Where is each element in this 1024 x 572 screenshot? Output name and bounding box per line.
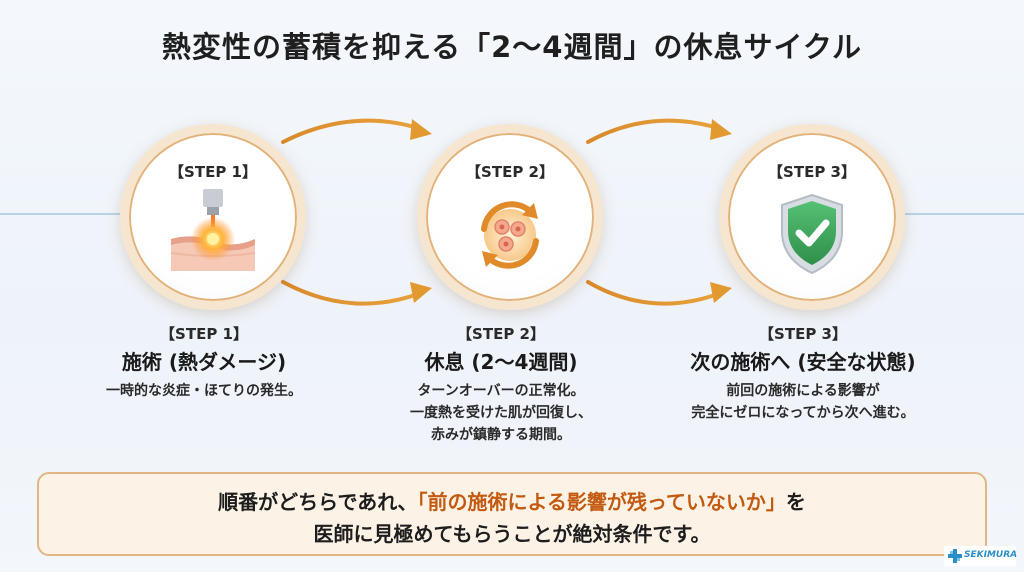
conclusion-highlight: 「前の施術による影響が残っていないか」 bbox=[417, 490, 786, 514]
arrow-2-bottom bbox=[586, 280, 720, 306]
step-1-description: 一時的な炎症・ほてりの発生。 bbox=[54, 380, 354, 402]
step-3-circle: 【STEP 3】 bbox=[719, 124, 905, 310]
conclusion-text-before: 順番がどちらであれ、 bbox=[218, 490, 418, 514]
step-3-caption-step: 【STEP 3】 bbox=[759, 325, 847, 343]
logo-text: SEKIMURA bbox=[964, 550, 1018, 560]
step-1-caption-title: 施術 (熱ダメージ) bbox=[121, 350, 287, 374]
timeline-line-left bbox=[0, 213, 130, 215]
step-3-circle-label: 【STEP 3】 bbox=[768, 163, 856, 181]
conclusion-line-1: 順番がどちらであれ、「前の施術による影響が残っていないか」を bbox=[39, 486, 985, 515]
step-1-desc-line: 一時的な炎症・ほてりの発生。 bbox=[106, 383, 302, 399]
step-2-caption-step: 【STEP 2】 bbox=[457, 325, 545, 343]
arrowhead-2-bottom bbox=[710, 282, 732, 303]
step-2-circle: 【STEP 2】 bbox=[417, 124, 603, 310]
timeline-line-right bbox=[905, 213, 1024, 215]
arrow-1-bottom bbox=[281, 280, 420, 306]
conclusion-line-2: 医師に見極めてもらうことが絶対条件です。 bbox=[313, 522, 711, 546]
arrowhead-1-bottom bbox=[410, 282, 432, 303]
arrowhead-1-top bbox=[410, 119, 432, 140]
laser-skin-icon bbox=[170, 189, 256, 271]
step-1-circle: 【STEP 1】 bbox=[120, 124, 306, 310]
step-3-desc-line: 前回の施術による影響が bbox=[726, 383, 880, 399]
step-2-desc-line: ターンオーバーの正常化。 bbox=[417, 383, 585, 399]
shield-check-icon bbox=[781, 193, 843, 275]
arrow-2-top bbox=[586, 118, 720, 144]
step-2-circle-label: 【STEP 2】 bbox=[466, 163, 554, 181]
logo-cross-icon bbox=[948, 549, 962, 563]
step-1-circle-label: 【STEP 1】 bbox=[169, 163, 257, 181]
conclusion-text-after: を bbox=[785, 490, 806, 514]
step-2-caption-title: 休息 (2〜4週間) bbox=[424, 350, 578, 374]
brand-logo: SEKIMURA bbox=[944, 546, 1018, 566]
cell-recovery-cycle-icon bbox=[481, 201, 539, 269]
step-3-desc-line: 完全にゼロになってから次へ進む。 bbox=[691, 405, 915, 421]
step-3-description: 前回の施術による影響が 完全にゼロになってから次へ進む。 bbox=[653, 380, 953, 424]
arrowhead-2-top bbox=[710, 119, 732, 140]
page-title: 熱変性の蓄積を抑える「2〜4週間」の休息サイクル bbox=[161, 30, 863, 64]
step-2-desc-line: 一度熱を受けた肌が回復し、 bbox=[410, 405, 592, 421]
conclusion-box: 順番がどちらであれ、「前の施術による影響が残っていないか」を 医師に見極めてもら… bbox=[37, 472, 987, 556]
step-2-desc-line: 赤みが鎮静する期間。 bbox=[431, 427, 571, 443]
step-1-caption-step: 【STEP 1】 bbox=[160, 325, 248, 343]
step-3-caption-title: 次の施術へ (安全な状態) bbox=[690, 350, 916, 374]
arrow-1-top bbox=[281, 118, 420, 144]
step-2-description: ターンオーバーの正常化。 一度熱を受けた肌が回復し、 赤みが鎮静する期間。 bbox=[351, 380, 651, 446]
